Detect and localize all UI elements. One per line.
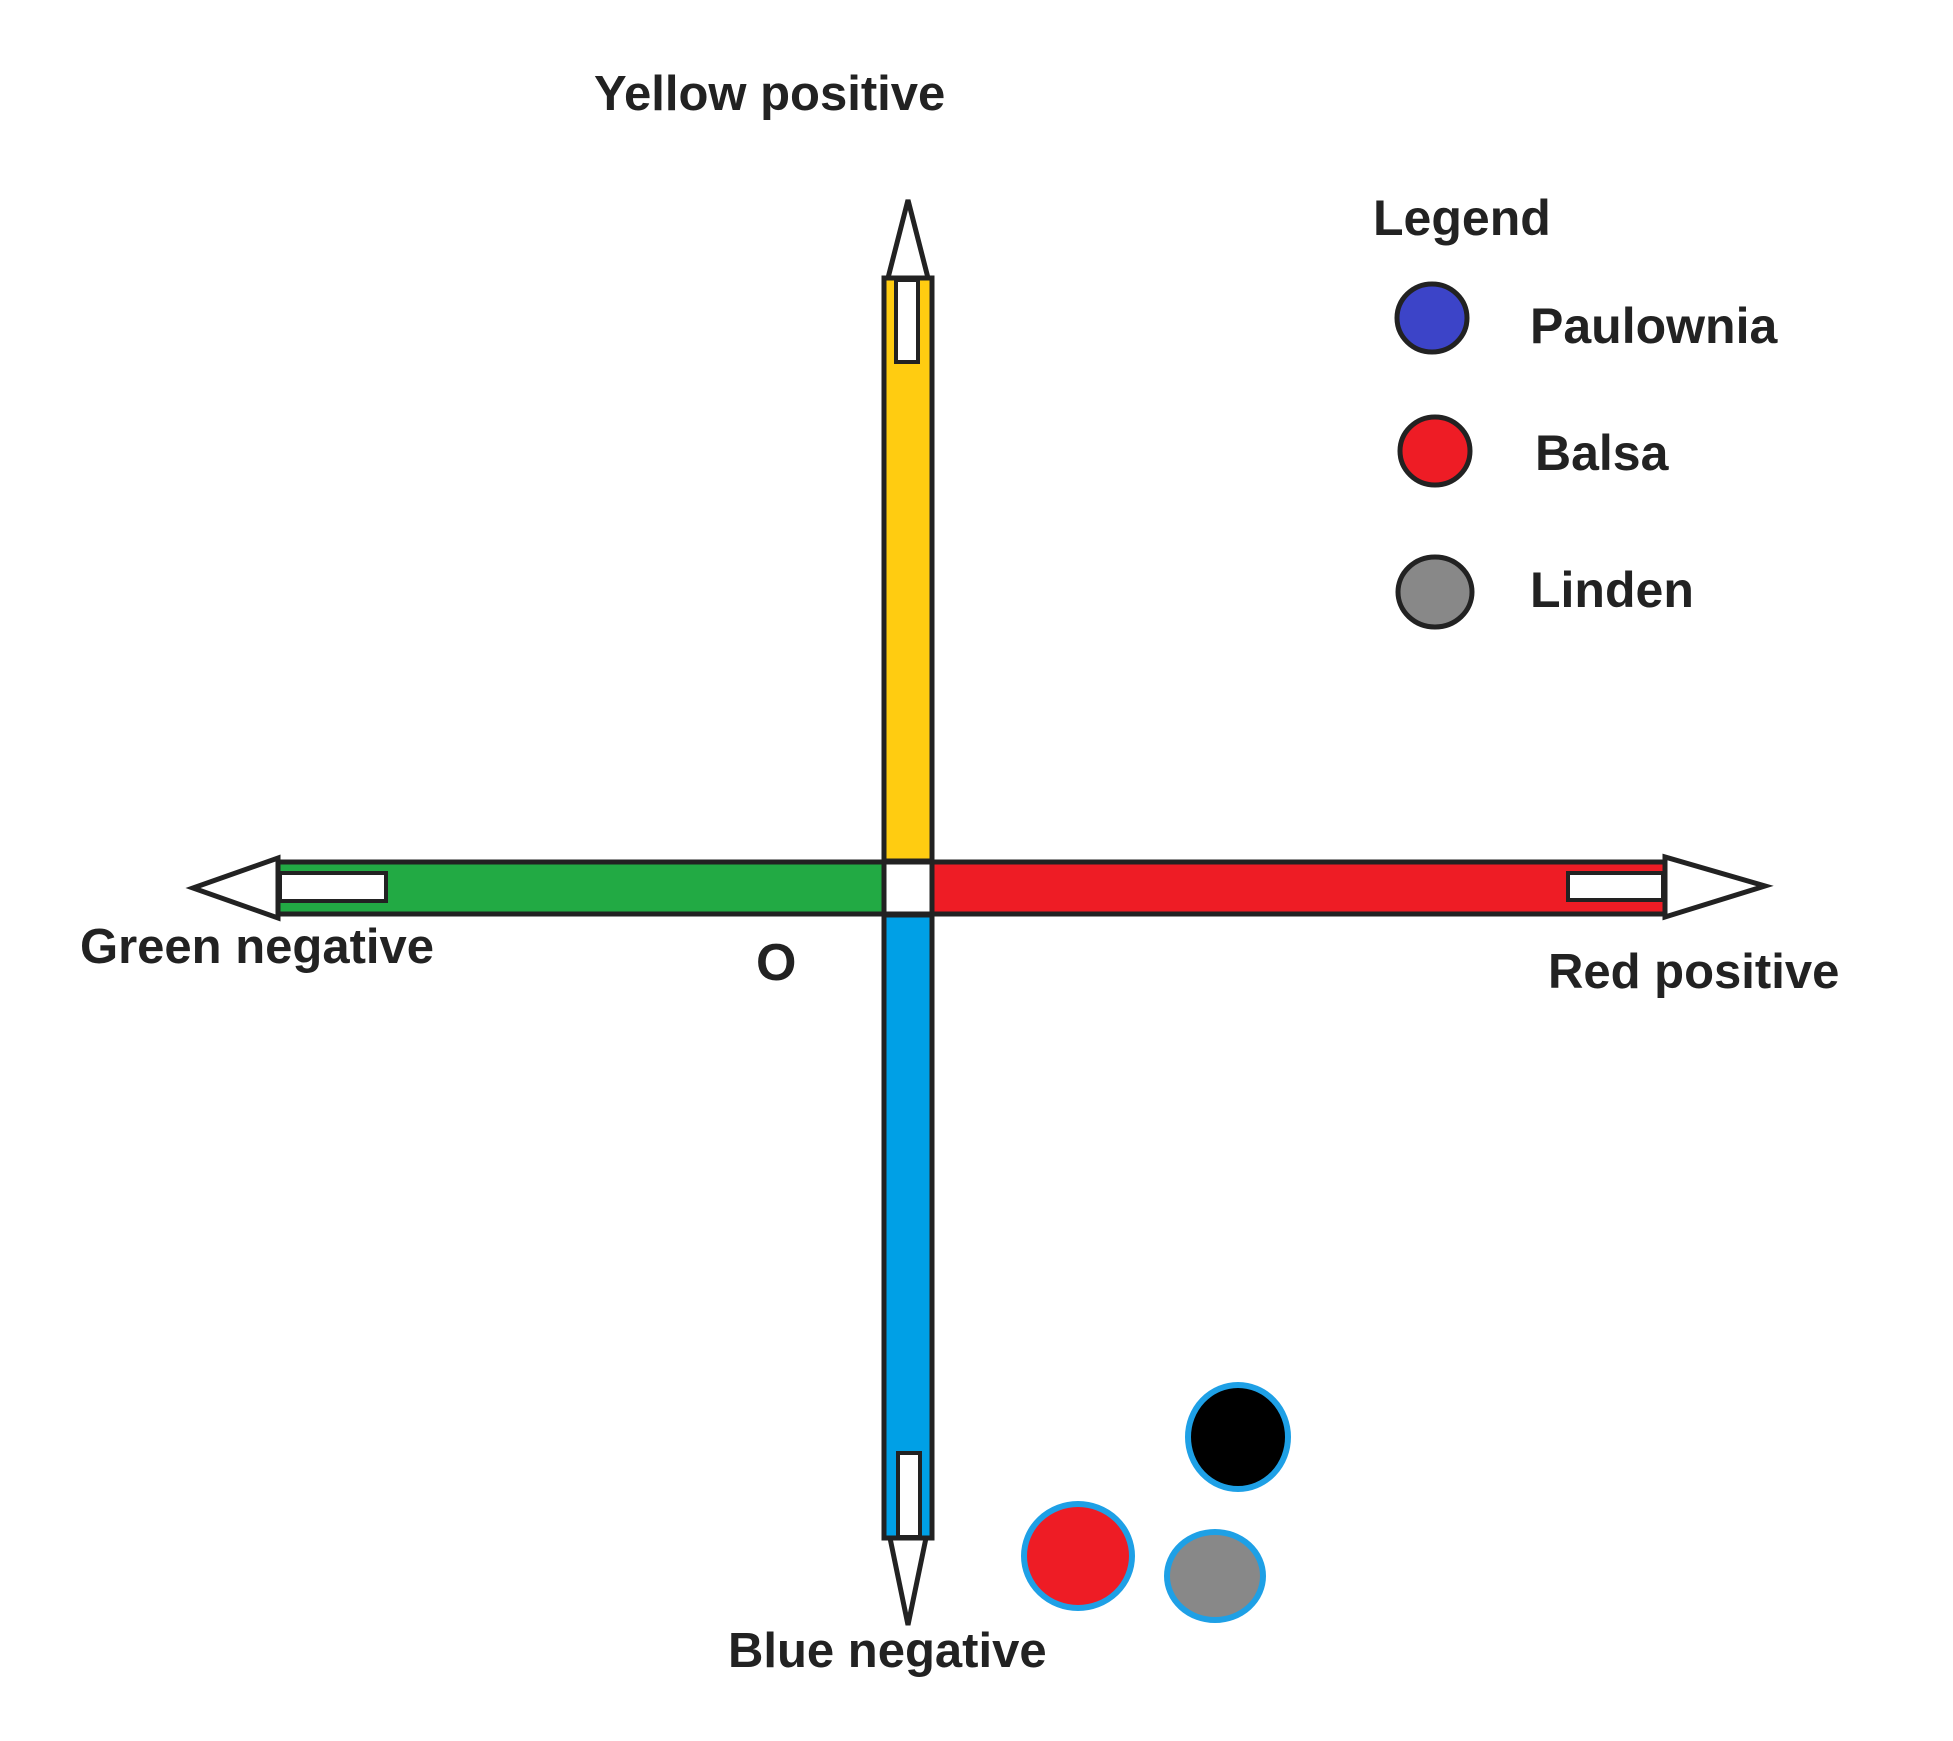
yellow-positive-label: Yellow positive: [594, 67, 945, 121]
legend-swatch-linden: [1395, 554, 1475, 630]
green-bar-end-cap: [278, 871, 388, 903]
blue-negative-bar: [881, 912, 935, 1541]
green-negative-label: Green negative: [80, 920, 434, 974]
marker-red: [1021, 1501, 1135, 1611]
yellow-bar-end-cap: [894, 278, 920, 364]
origin-square: [881, 859, 935, 917]
blue-bar-end-cap: [896, 1451, 922, 1539]
legend-swatch-balsa: [1397, 414, 1473, 488]
legend-label-linden: Linden: [1530, 562, 1694, 618]
legend-item-paulownia: Paulownia: [1394, 281, 1778, 355]
yellow-arrowhead: [884, 199, 932, 281]
red-bar-end-cap: [1566, 871, 1665, 902]
marker-black: [1185, 1382, 1291, 1492]
red-positive-bar: [929, 859, 1668, 917]
vertical-axis: [881, 199, 935, 1626]
yellow-positive-bar: [881, 275, 935, 864]
sample-markers: [1021, 1382, 1291, 1623]
origin-label: O: [756, 934, 796, 992]
blue-negative-label: Blue negative: [728, 1624, 1047, 1678]
legend-title: Legend: [1373, 190, 1551, 246]
legend-swatch-paulownia: [1394, 281, 1470, 355]
blue-arrowhead: [886, 1535, 930, 1626]
red-arrowhead: [1662, 853, 1774, 921]
legend-label-paulownia: Paulownia: [1530, 298, 1778, 354]
marker-gray: [1164, 1529, 1266, 1623]
legend: Legend Paulownia Balsa Linden: [1373, 190, 1778, 630]
horizontal-axis: [185, 853, 1774, 922]
legend-item-balsa: Balsa: [1397, 414, 1670, 488]
green-arrowhead: [185, 854, 281, 922]
legend-label-balsa: Balsa: [1535, 425, 1670, 481]
legend-item-linden: Linden: [1395, 554, 1694, 630]
red-positive-label: Red positive: [1548, 945, 1839, 999]
